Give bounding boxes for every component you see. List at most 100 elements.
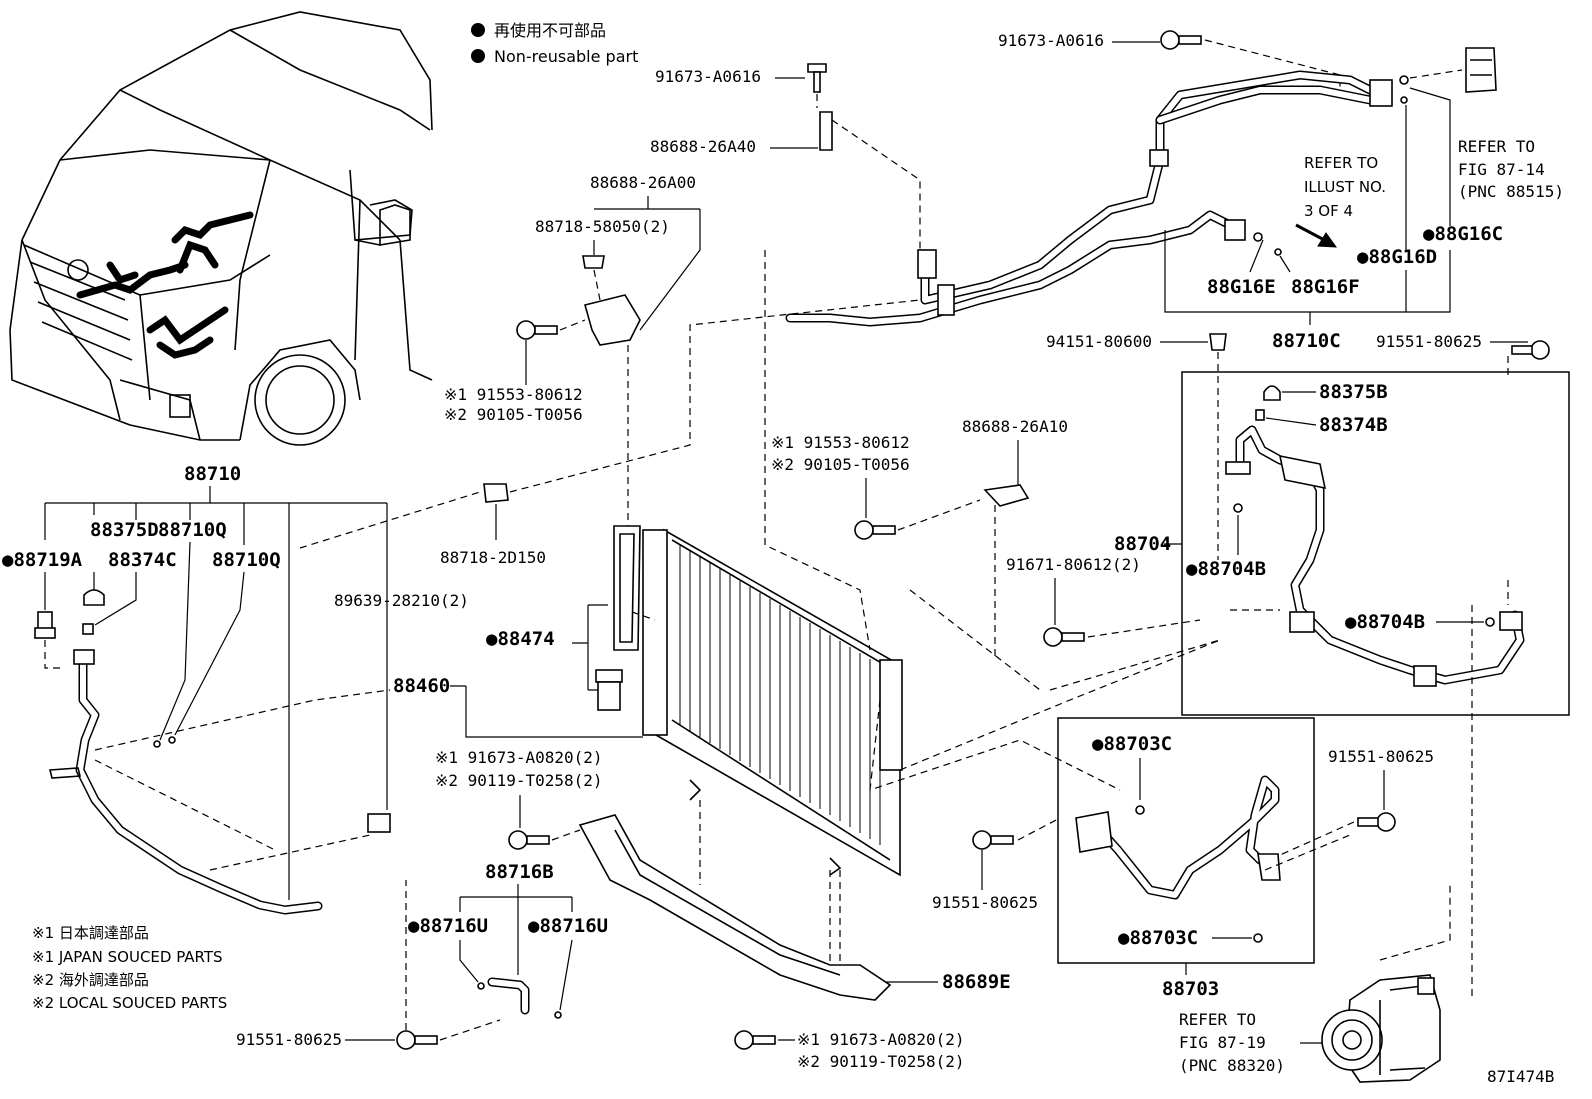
o-ring-88g16c <box>1399 75 1409 85</box>
label-90119-t0258-a: ※2 90119-T0258(2) <box>435 771 603 790</box>
condenser-fins <box>679 545 881 845</box>
label-91551-80625-bl: 91551-80625 <box>236 1030 342 1049</box>
label-88719a: ●88719A <box>2 549 83 571</box>
o-ring-88704b-a <box>1233 503 1243 513</box>
o-ring-88710q-b <box>168 736 176 744</box>
ref-illust-line3: 3 OF 4 <box>1304 202 1353 220</box>
bolt-91673-a0820-b <box>734 1030 776 1050</box>
label-88716b: 88716B <box>485 861 554 883</box>
ref-fig-87-19-line1: REFER TO <box>1179 1010 1256 1029</box>
label-90105-t0056-a: ※2 90105-T0056 <box>444 405 583 424</box>
o-ring-88716u-b <box>554 1011 562 1019</box>
compressor-fig-87-19: REFER TO FIG 87-19 (PNC 88320) 87I474B <box>1179 885 1554 1086</box>
hose-88704-fitting-top <box>1225 461 1251 475</box>
label-90105-t0056-b: ※2 90105-T0056 <box>771 455 910 474</box>
upper-brackets: 91673-A0616 88688-26A40 88688-26A00 8871… <box>299 63 921 610</box>
bolt-91671-80612 <box>1043 627 1085 647</box>
label-88704b-a: ●88704B <box>1186 558 1266 580</box>
ref-illust-line1: REFER TO <box>1304 154 1378 172</box>
label-88703c-a: ●88703C <box>1092 733 1172 755</box>
clip-89639-28210 <box>367 813 391 833</box>
label-91551-80625-mid: 91551-80625 <box>932 893 1038 912</box>
label-88718-2d150: 88718-2D150 <box>440 548 546 567</box>
non-reusable-dot-icon <box>471 23 485 37</box>
label-88710q-b: 88710Q <box>212 549 281 571</box>
label-88710q-a: 88710Q <box>158 519 227 541</box>
bolt-91673-a0616-top <box>1160 30 1202 50</box>
tube-88710c-fitting-lower <box>1224 219 1246 241</box>
ref-fig-87-19-line3: (PNC 88320) <box>1179 1056 1285 1075</box>
note-1-en: ※1 JAPAN SOUCED PARTS <box>32 948 223 966</box>
note-1-ja: ※1 日本調達部品 <box>32 924 149 942</box>
receiver-cover-88474 <box>613 525 641 651</box>
tube-88710c-group: 91673-A0616 REFER TO FIG 87-14 (PNC 8851… <box>785 30 1564 605</box>
bracket-88689e <box>578 814 892 1001</box>
label-91673-a0820-a: ※1 91673-A0820(2) <box>435 748 603 767</box>
hose-88703-fitting-right <box>1257 853 1281 881</box>
tube-88710c-fitting-upper <box>1369 79 1393 107</box>
o-ring-88716u-a <box>477 982 485 990</box>
label-88g16e: 88G16E <box>1207 276 1276 298</box>
hose-88704-fitting-end <box>1499 611 1523 631</box>
nut-94151-80600 <box>1209 333 1227 351</box>
label-88375d: 88375D <box>90 519 159 541</box>
valve-core-88374b <box>1255 409 1265 421</box>
lower-fasteners: ※1 91673-A0820(2) ※2 90119-T0258(2) 8868… <box>236 748 1011 1071</box>
bolt-91551-80625-bl <box>396 1030 438 1050</box>
hose-88704-group: 88375B 88374B ●88704B ●88704B 88704 <box>1114 371 1570 1000</box>
desiccant-88474 <box>597 681 621 711</box>
tube-88710-fitting <box>73 649 95 665</box>
label-88g16d: ●88G16D <box>1357 246 1437 268</box>
legend-non-reusable-en: Non-reusable part <box>494 47 638 66</box>
label-88g16f: 88G16F <box>1291 276 1360 298</box>
label-88688-26a00: 88688-26A00 <box>590 173 696 192</box>
label-91551-80625-r2: 91551-80625 <box>1328 747 1434 766</box>
label-91671-80612: 91671-80612(2) <box>1006 555 1141 574</box>
note-2-en: ※2 LOCAL SOUCED PARTS <box>32 994 227 1012</box>
label-89639-28210: 89639-28210(2) <box>334 591 469 610</box>
label-88710: 88710 <box>184 463 241 485</box>
bracket-88688-26a40 <box>819 111 833 151</box>
o-ring-88710q-a <box>153 740 161 748</box>
hose-88704-clamp <box>1289 611 1315 633</box>
o-ring-88g16e <box>1253 232 1263 242</box>
label-91673-a0616-top: 91673-A0616 <box>998 31 1104 50</box>
bracket-88688-26a10 <box>983 484 1030 507</box>
label-88688-26a40: 88688-26A40 <box>650 137 756 156</box>
label-88704b-b: ●88704B <box>1345 611 1425 633</box>
note-2-ja: ※2 海外調達部品 <box>32 971 149 989</box>
arrow-icon <box>1317 232 1338 248</box>
o-ring-88703c-a <box>1135 805 1145 815</box>
ref-illust-line2: ILLUST NO. <box>1304 178 1386 196</box>
legend: 再使用不可部品 Non-reusable part <box>471 21 638 66</box>
mid-bracket-group: ※1 91553-80612 ※2 90105-T0056 88688-26A1… <box>764 250 1221 691</box>
condenser-88460: ●88474 88460 <box>393 525 1221 985</box>
clip-88718-58050 <box>582 255 605 269</box>
bolt-91553-80612-b <box>854 520 896 540</box>
label-88718-58050: 88718-58050(2) <box>535 217 670 236</box>
o-ring-88704b-b <box>1485 617 1495 627</box>
label-91673-a0616-mid: 91673-A0616 <box>655 67 761 86</box>
hose-88703-fitting-left <box>1075 811 1113 853</box>
label-88688-26a10: 88688-26A10 <box>962 417 1068 436</box>
cap-88375b <box>1263 385 1281 401</box>
label-88703: 88703 <box>1162 978 1219 1000</box>
clip-88718-2d150 <box>483 483 509 503</box>
bolt-91551-80625-r1 <box>1511 340 1550 360</box>
label-94151-80600: 94151-80600 <box>1046 332 1152 351</box>
compressor-pulley <box>1321 1009 1383 1071</box>
label-91553-80612-a: ※1 91553-80612 <box>444 385 583 404</box>
label-88689e: 88689E <box>942 971 1011 993</box>
bolt-91673-a0616-mid <box>807 63 827 93</box>
label-88375b: 88375B <box>1319 381 1388 403</box>
legend-non-reusable-ja: 再使用不可部品 <box>494 21 606 40</box>
o-ring-88g16f <box>1274 248 1282 256</box>
o-ring-88g16d <box>1400 96 1408 104</box>
label-88716u-b: ●88716U <box>528 915 608 937</box>
ref-fig-87-19-line2: FIG 87-19 <box>1179 1033 1266 1052</box>
label-90119-t0258-b: ※2 90119-T0258(2) <box>797 1052 965 1071</box>
bolt-91553-80612-a <box>516 320 558 340</box>
label-88716u-a: ●88716U <box>408 915 488 937</box>
bolt-91551-80625-mid <box>972 830 1014 850</box>
